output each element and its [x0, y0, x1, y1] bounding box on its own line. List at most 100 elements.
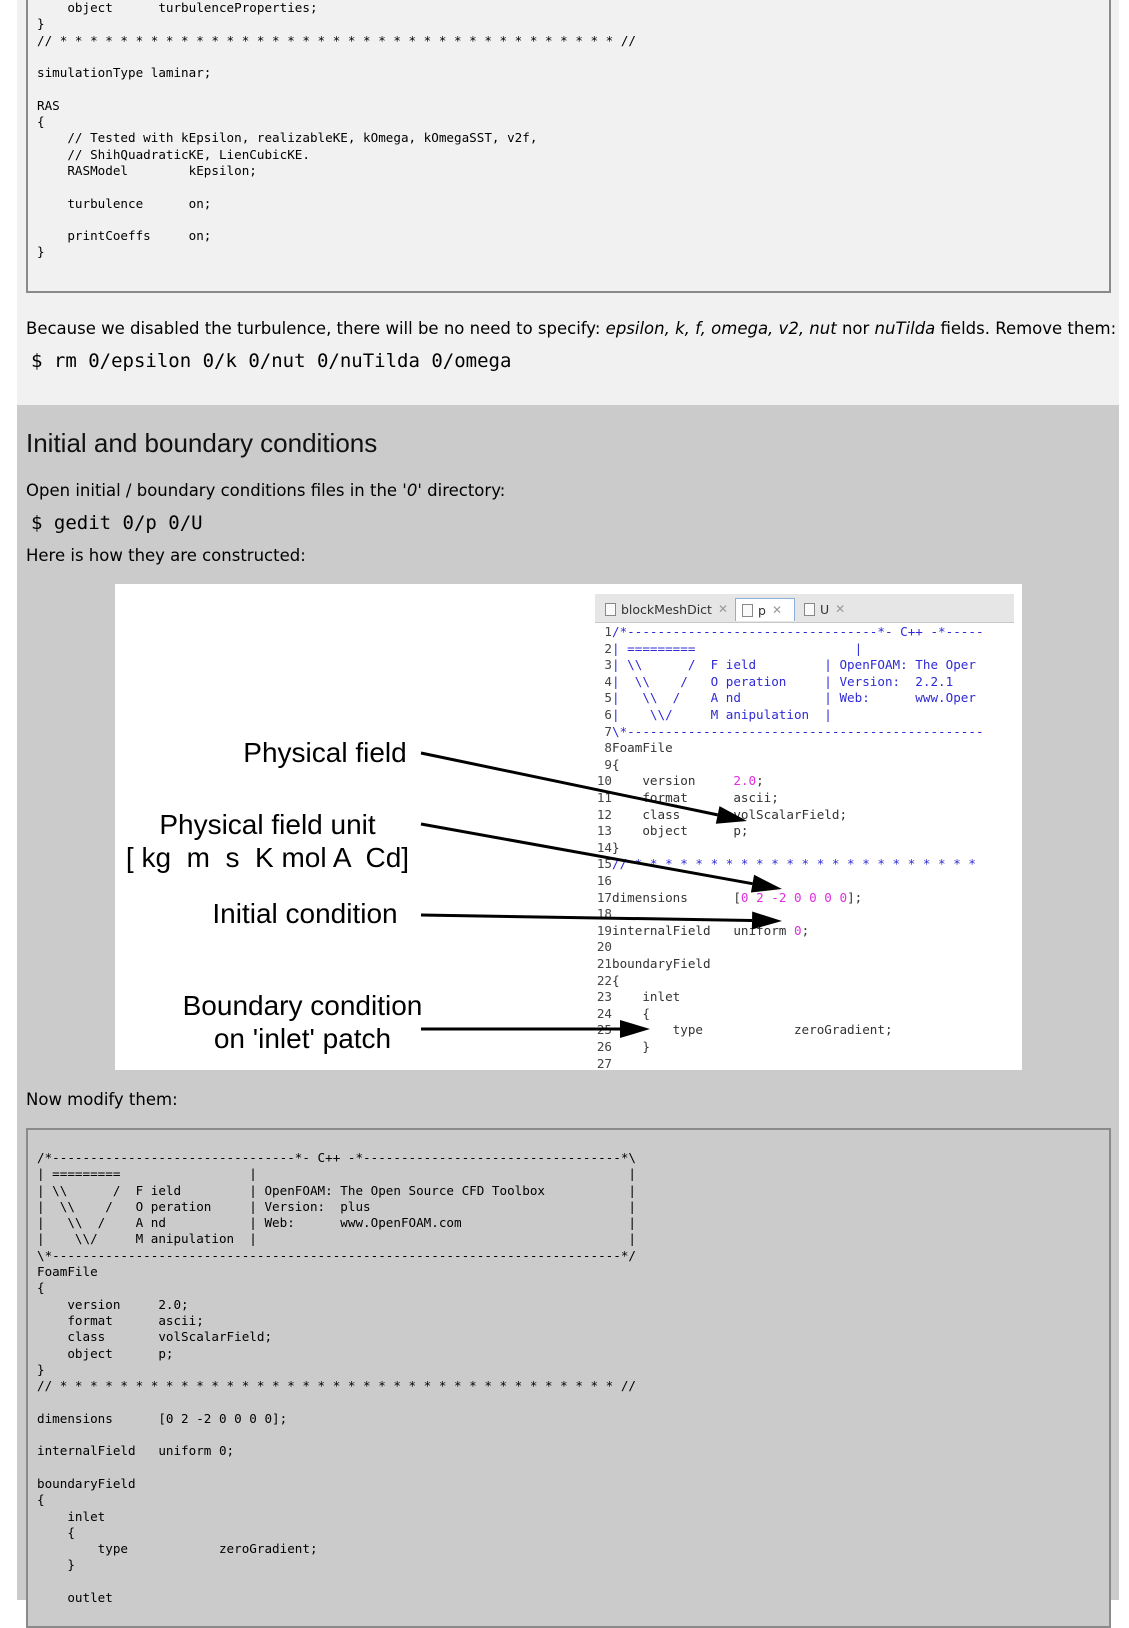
directory-name: 0 [406, 481, 418, 500]
editor-line: 3| \\ / F ield | OpenFOAM: The Oper [595, 657, 976, 674]
label-line: Physical field unit [159, 809, 376, 840]
line-number: 21 [596, 956, 612, 971]
line-text: FoamFile [612, 740, 673, 756]
line-text: | \\ / F ield | OpenFOAM: The Oper [612, 657, 976, 673]
line-value: 2.0 [733, 773, 757, 789]
editor-line: 25 type zeroGradient; [595, 1022, 893, 1039]
line-text: { [612, 972, 620, 988]
editor-line: 9{ [595, 756, 620, 774]
line-number: 24 [596, 1005, 612, 1021]
arrow-initial-condition-line [420, 913, 753, 923]
arrow-physical-field-head [715, 806, 747, 824]
editor-line: 21boundaryField [595, 956, 711, 973]
close-icon[interactable]: ✕ [835, 602, 846, 616]
line-number: 2 [604, 640, 612, 656]
line-number: 3 [604, 657, 612, 673]
label-initial-condition: Initial condition [212, 898, 398, 929]
line-value: 0 2 -2 0 0 0 0 [740, 889, 848, 905]
tab-label: p [758, 602, 766, 618]
field-nutilda: nuTilda [874, 319, 936, 338]
line-text: version [612, 773, 734, 789]
line-number: 5 [604, 690, 612, 706]
gedit-editor: blockMeshDict✕ p✕ U✕ 1/*----------------… [595, 594, 1014, 1071]
tab-p[interactable]: p✕ [735, 598, 795, 621]
line-text: class volScalarField; [642, 806, 848, 822]
line-number: 22 [596, 972, 612, 988]
editor-line: 19internalField uniform 0; [595, 923, 809, 940]
line-text: } [612, 1039, 650, 1054]
tab-label: U [820, 601, 830, 617]
line-number: 20 [596, 939, 612, 955]
editor-line: 10 version 2.0; [595, 773, 764, 790]
line-value: 0 [793, 922, 802, 938]
command-gedit: $ gedit 0/p 0/U [31, 512, 203, 534]
editor-line: 17dimensions [0 2 -2 0 0 0 0]; [595, 890, 862, 907]
line-number: 14 [596, 839, 612, 855]
line-number: 15 [596, 856, 612, 872]
arrow-boundary-condition-head [620, 1020, 650, 1038]
line-text: | \\ / O peration | Version: 2.2.1 [612, 673, 954, 689]
tab-u[interactable]: U✕ [798, 598, 854, 620]
editor-line: 13 object p; [595, 823, 749, 840]
code-block-p-file: /*--------------------------------*- C++… [26, 1128, 1111, 1628]
paragraph-text: ' directory: [417, 481, 506, 500]
editor-line: 8FoamFile [595, 740, 673, 757]
arrow-field-unit-head [750, 874, 782, 893]
line-number: 1 [604, 624, 612, 639]
line-number: 19 [596, 922, 612, 938]
code-block-turbulence-properties: object turbulenceProperties; } // * * * … [26, 0, 1111, 293]
field-list: epsilon, k, f, omega, v2, nut [605, 319, 837, 338]
arrow-physical-field-line [420, 751, 718, 817]
command-remove-fields: $ rm 0/epsilon 0/k 0/nut 0/nuTilda 0/ome… [31, 350, 512, 372]
editor-line: 6| \\/ M anipulation | [595, 707, 832, 724]
line-suffix: ; [801, 922, 810, 938]
line-text: internalField uniform [612, 922, 794, 938]
line-number: 7 [604, 723, 612, 739]
line-number: 13 [596, 823, 612, 839]
editor-line: 16 [595, 873, 612, 890]
paragraph-text: fields. Remove them: [935, 319, 1117, 338]
document-icon [605, 602, 616, 616]
line-text: } [612, 839, 620, 855]
paragraph-text: nor [836, 319, 875, 338]
editor-line: 26 } [595, 1039, 650, 1056]
tab-label: blockMeshDict [621, 601, 712, 617]
editor-line: 20 [595, 939, 612, 956]
paragraph-remove-fields: Because we disabled the turbulence, ther… [26, 319, 1116, 338]
line-suffix: ]; [847, 889, 863, 905]
tab-blockmeshdict[interactable]: blockMeshDict ✕ [599, 598, 733, 620]
line-text: object p; [612, 823, 749, 839]
editor-line: 24 { [595, 1006, 650, 1023]
paragraph-text: Open initial / boundary conditions files… [26, 481, 407, 500]
paragraph-constructed: Here is how they are constructed: [26, 546, 306, 565]
line-number: 12 [596, 806, 612, 822]
line-text: \*--------------------------------------… [612, 723, 984, 739]
paragraph-open-files: Open initial / boundary conditions files… [26, 481, 505, 500]
editor-line: 7\*-------------------------------------… [595, 723, 984, 741]
line-number: 4 [604, 673, 612, 689]
line-number: 10 [596, 773, 612, 789]
line-number: 17 [596, 889, 612, 905]
arrow-initial-condition-head [751, 911, 782, 930]
editor-line: 4| \\ / O peration | Version: 2.2.1 [595, 674, 953, 691]
line-number: 6 [604, 707, 612, 722]
line-number: 9 [604, 756, 612, 772]
editor-tab-bar: blockMeshDict✕ p✕ U✕ [595, 594, 1014, 623]
section-heading: Initial and boundary conditions [26, 428, 378, 458]
line-text: | \\/ M anipulation | [612, 707, 832, 722]
editor-line: 2| ========= | [595, 641, 862, 658]
close-icon[interactable]: ✕ [717, 602, 729, 616]
document-icon [742, 603, 753, 617]
annotated-file-figure: Physical field Physical field unit[ kg m… [115, 584, 1022, 1071]
arrow-field-unit-line [420, 822, 753, 886]
line-text: { [612, 756, 620, 772]
line-number: 23 [596, 989, 612, 1005]
label-line: on 'inlet' patch [213, 1023, 392, 1054]
line-text: | ========= | [612, 640, 863, 656]
close-icon[interactable]: ✕ [771, 603, 782, 617]
editor-line: 5| \\ / A nd | Web: www.Oper [595, 690, 976, 707]
label-physical-field-unit: Physical field unit[ kg m s K mol A Cd] [115, 808, 420, 874]
editor-line: 1/*---------------------------------*- C… [595, 624, 983, 641]
editor-line: 22{ [595, 973, 620, 990]
